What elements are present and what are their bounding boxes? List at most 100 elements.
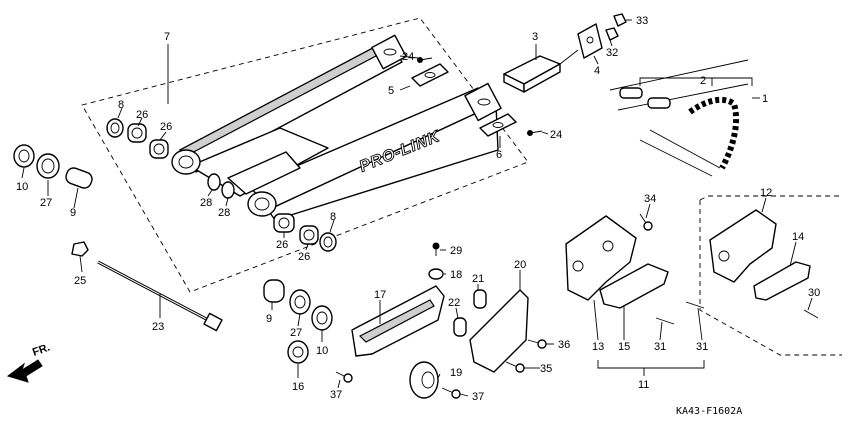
screw-30 [803,309,819,319]
bolt-34 [639,213,653,231]
callout-30: 30 [808,287,820,299]
bolt-36 [527,339,547,349]
front-direction-arrow: FR. [6,341,52,383]
bushing-8-upper [106,118,124,138]
callout-28-b: 28 [218,207,230,219]
chain-guard-outline-top [699,195,842,201]
callout-28-a: 28 [200,197,212,209]
rubber-18 [428,268,444,280]
nut-32 [605,27,619,41]
callout-19: 19 [450,367,462,379]
callout-18: 18 [450,269,462,281]
callout-26-a: 26 [136,109,148,121]
callout-15: 15 [618,341,630,353]
callout-17: 17 [374,289,386,301]
guide-slipper-14 [753,261,811,301]
bearing-27-lower [289,289,311,315]
guide-slipper-15 [599,263,669,309]
callout-33: 33 [636,15,648,27]
callout-37-b: 37 [472,391,484,403]
bearing-27-left [36,153,60,179]
collar-28-b [221,181,235,199]
dust-seal-10-left [13,144,35,168]
callout-2: 2 [700,75,706,87]
callout-10-lower: 10 [316,345,328,357]
master-link-2 [619,87,671,109]
callout-26-d: 26 [298,251,310,263]
screw-31-a [655,317,675,325]
callout-1: 1 [762,93,768,105]
collar-22 [453,317,467,337]
callout-32: 32 [606,47,618,59]
callout-22: 22 [448,297,460,309]
bearing-26-a [127,123,147,143]
diagram-code: KA43-F1602A [676,406,742,417]
collar-16 [287,340,309,364]
callout-35: 35 [540,363,552,375]
callout-8-lower: 8 [330,211,336,223]
callout-31-a: 31 [654,341,666,353]
bolt-37-b [441,387,461,399]
collar-21 [473,289,487,309]
callout-24-lower: 24 [550,129,562,141]
front-direction-label: FR. [31,341,52,358]
callout-5: 5 [388,85,394,97]
callout-36: 36 [558,339,570,351]
callout-27-left: 27 [40,197,52,209]
callout-26-b: 26 [160,121,172,133]
callout-34: 34 [644,193,656,205]
screw-29 [432,242,440,256]
callout-9-left: 9 [70,207,76,219]
callout-27-lower: 27 [290,327,302,339]
drive-chain [609,59,749,177]
callout-6: 6 [496,149,502,161]
bushing-8-lower [319,232,337,252]
bearing-26-c [273,213,295,233]
callout-9-lower: 9 [266,313,272,325]
pivot-bolt-23 [97,260,223,332]
callout-8-upper: 8 [118,99,124,111]
callout-21: 21 [472,273,484,285]
leader-lines [21,19,813,397]
chain-slider-17 [351,285,445,357]
chain-guide-13 [565,215,637,301]
chain-guide-12 [709,209,777,283]
chain-slider-pad-5 [411,63,449,87]
screw-24-lower [527,130,543,136]
nut-25 [71,241,89,257]
callout-12: 12 [760,187,772,199]
bolt-37-a [335,371,353,383]
nut-33 [613,13,627,27]
callout-31-b: 31 [696,341,708,353]
callout-4: 4 [594,65,600,77]
callout-24-upper: 24 [402,51,414,63]
collar-28-a [207,173,221,191]
adjuster-block-3 [503,49,579,93]
adjuster-plate-4 [577,23,603,59]
bearing-26-b [149,139,169,159]
screw-31-b [685,301,705,309]
callout-10-left: 10 [16,181,28,193]
callout-14: 14 [792,231,804,243]
callout-25: 25 [74,275,86,287]
callout-20: 20 [514,259,526,271]
swingarm-group-outline [81,17,529,293]
callout-26-c: 26 [276,239,288,251]
callout-3: 3 [532,31,538,43]
bolt-35 [505,361,525,373]
callout-16: 16 [292,381,304,393]
callouts: 7 8 26 26 10 27 9 28 28 26 26 8 5 24 6 2… [16,15,820,403]
callout-11: 11 [638,379,649,391]
chain-roller-19 [409,361,439,399]
callout-29: 29 [450,245,462,257]
callout-7: 7 [164,31,170,43]
screw-24-upper [417,57,433,63]
chain-guard-outline-bottom [699,200,842,356]
bearing-26-d [299,225,319,245]
collar-9-lower [263,279,285,303]
collar-9-left [65,167,93,189]
callout-37-a: 37 [330,389,342,401]
callout-23: 23 [152,321,164,333]
